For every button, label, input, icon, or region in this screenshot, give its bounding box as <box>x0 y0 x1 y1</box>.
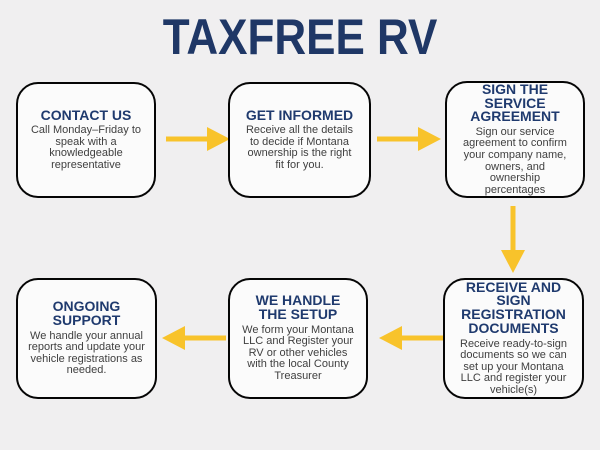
step-box-receive-and-sign-registration-documents: RECEIVE AND SIGN REGISTRATION DOCUMENTS … <box>443 278 584 399</box>
step-box-sign-the-service-agreement: SIGN THE SERVICE AGREEMENT Sign our serv… <box>445 81 585 198</box>
arrow-right-step1-to-step2-icon <box>166 127 230 151</box>
step-box-we-handle-the-setup: WE HANDLE THE SETUP We form your Montana… <box>228 278 368 399</box>
arrow-right-step2-to-step3-icon <box>377 127 441 151</box>
arrow-left-step5-to-step6-icon <box>162 326 226 350</box>
step-description: Receive ready-to-sign documents so we ca… <box>460 337 567 396</box>
page-title: TAXFREE RV <box>162 9 438 65</box>
step-box-ongoing-support: ONGOING SUPPORT We handle your annual re… <box>16 278 157 399</box>
step-box-contact-us: CONTACT US Call Monday–Friday to speak w… <box>16 82 156 198</box>
step-heading: SIGN THE SERVICE AGREEMENT <box>470 80 560 125</box>
step-heading: ONGOING SUPPORT <box>52 298 121 328</box>
step-heading: WE HANDLE THE SETUP <box>255 292 341 323</box>
step-heading: RECEIVE AND SIGN REGISTRATION DOCUMENTS <box>461 278 566 336</box>
step-heading: GET INFORMED <box>245 106 354 123</box>
step-description: Call Monday–Friday to speak with a knowl… <box>30 124 142 171</box>
arrow-left-step4-to-step5-icon <box>379 326 443 350</box>
step-heading: CONTACT US <box>40 106 132 123</box>
step-box-get-informed: GET INFORMED Receive all the details to … <box>228 82 371 198</box>
step-description: We handle your annual reports and update… <box>28 329 145 377</box>
arrow-down-step3-to-step4-icon <box>501 206 525 273</box>
step-description: Sign our service agreement to confirm yo… <box>463 125 567 196</box>
step-description: We form your Montana LLC and Register yo… <box>242 323 354 383</box>
step-description: Receive all the details to decide if Mon… <box>245 124 353 171</box>
